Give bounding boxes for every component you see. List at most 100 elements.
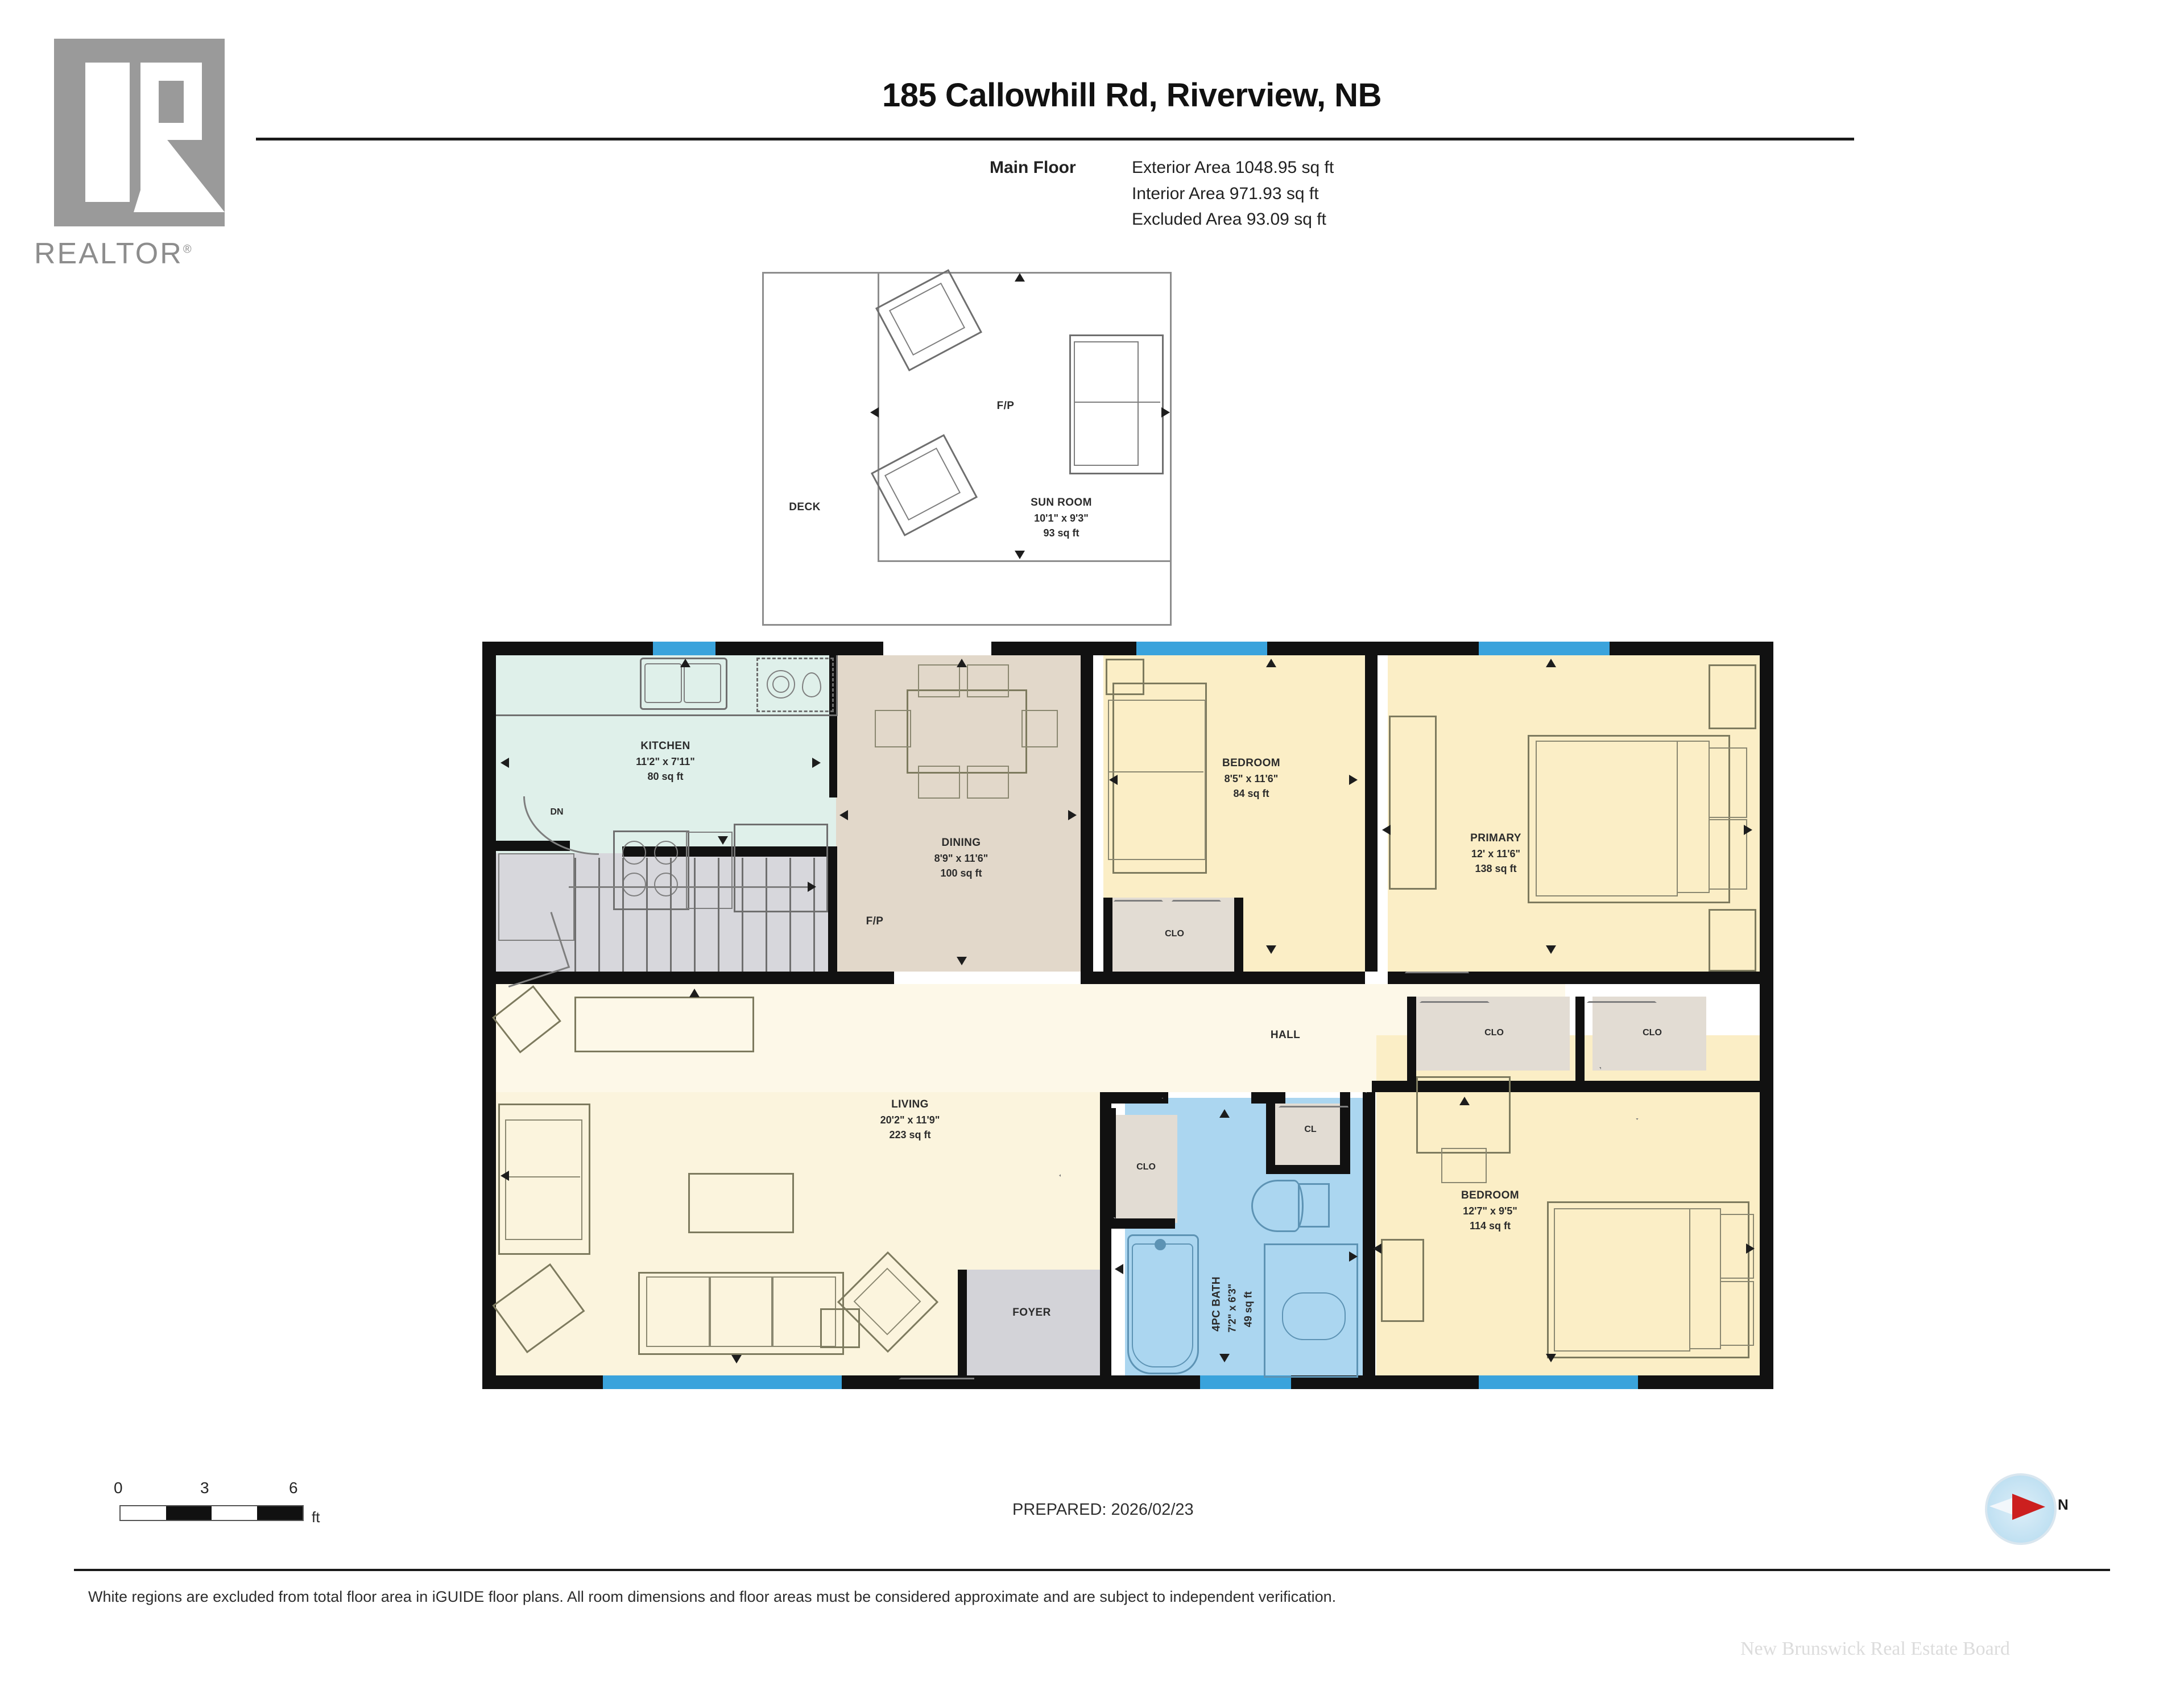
compass-rose: N [1985, 1468, 2070, 1547]
living-coffee-table [688, 1173, 794, 1233]
disclaimer-text: White regions are excluded from total fl… [88, 1588, 1337, 1605]
registered-icon: ® [183, 243, 193, 256]
sunroom-arrow-right [1161, 407, 1170, 418]
bedroom2-bed-inner [1554, 1208, 1690, 1352]
bedroom1-arrow-left [1109, 775, 1118, 785]
wall-closet-living-bottom [1107, 1218, 1175, 1229]
bedroom1-area: 84 sq ft [1233, 788, 1269, 799]
closet-living-label: CLO [1136, 1162, 1156, 1172]
primary-dim: 12' x 11'6" [1471, 848, 1521, 859]
living-arrow-down [731, 1355, 742, 1363]
dining-chair-l [875, 710, 911, 747]
interior-area: Interior Area 971.93 sq ft [1132, 184, 1319, 203]
realtor-r-mark [54, 39, 225, 226]
wall-cl-closet-bottom [1266, 1165, 1350, 1174]
wall-closet-living-left [1107, 1108, 1116, 1228]
kitchen-arrow-down [718, 836, 728, 845]
living-arrow-left [500, 1171, 509, 1181]
dining-chair-b1 [918, 766, 960, 799]
living-area: 223 sq ft [889, 1129, 931, 1140]
window-top-dining [883, 642, 991, 655]
primary-pillow-2 [1709, 747, 1747, 818]
wall-cl-closet-left [1266, 1098, 1275, 1172]
sunroom-arrow-up [1015, 273, 1025, 282]
closet-hall-2 [1592, 997, 1706, 1071]
wall-bedroom1-primary [1365, 655, 1378, 972]
scale-tick-labels: 0 3 6 [114, 1479, 307, 1502]
stair-direction-arrow [808, 882, 816, 892]
sunroom-sofa [1069, 334, 1164, 474]
window-bottom-living [603, 1375, 842, 1389]
stair-landing [498, 853, 574, 941]
wall-dining-bedroom1 [1081, 655, 1093, 972]
scale-tick-0: 0 [114, 1479, 123, 1497]
bedroom2-desk [1416, 1076, 1511, 1154]
bedroom2-region [1376, 1098, 1760, 1375]
closet-bedroom1-label: CLO [1165, 929, 1184, 939]
window-bottom-bedroom2 [1479, 1375, 1638, 1389]
bedroom1-nightstand [1106, 659, 1144, 695]
dining-chair-r [1021, 710, 1058, 747]
living-sofa-cushion-2 [709, 1276, 774, 1347]
bedroom1-arrow-right [1349, 775, 1358, 785]
living-name: LIVING [891, 1098, 929, 1110]
dining-arrow-down [957, 957, 967, 965]
wall-hall-top-mid [1081, 972, 1365, 984]
area-summary: Main Floor Exterior Area 1048.95 sq ft I… [990, 155, 1334, 233]
bath-sink-basin [1282, 1292, 1346, 1340]
closet-living [1115, 1115, 1177, 1223]
realtor-wordmark-text: REALTOR [34, 237, 183, 270]
wall-cl-closet-right [1340, 1092, 1350, 1166]
compass-north-label: N [2058, 1496, 2069, 1513]
excluded-area: Excluded Area 93.09 sq ft [1132, 210, 1326, 229]
hall-name: HALL [1270, 1029, 1301, 1041]
bedroom1-arrow-up [1266, 659, 1276, 667]
wall-kitchen-left-lower [496, 841, 570, 851]
bedroom2-bed [1547, 1201, 1749, 1358]
dining-dim: 8'9" x 11'6" [934, 853, 988, 864]
primary-pillow-1 [1677, 741, 1710, 893]
kitchen-burner-small [802, 672, 821, 697]
kitchen-arrow-left [500, 758, 509, 768]
living-arrow-up [689, 989, 700, 997]
living-console-table [574, 997, 754, 1052]
floor-label: Main Floor [990, 158, 1076, 177]
stair-treads [574, 858, 828, 972]
realtor-logo: REALTOR® [34, 39, 273, 306]
primary-arrow-right [1744, 825, 1752, 835]
bedroom2-nightstand [1381, 1239, 1424, 1322]
kitchen-counter-top [496, 655, 838, 716]
dining-arrow-up [957, 659, 967, 667]
kitchen-dim: 11'2" x 7'11" [636, 756, 695, 767]
dining-name: DINING [941, 837, 981, 849]
bedroom2-area: 114 sq ft [1469, 1220, 1511, 1232]
bath-arrow-down [1219, 1354, 1230, 1362]
bath-vanity [1264, 1243, 1358, 1378]
dining-area: 100 sq ft [940, 867, 982, 879]
closet-bedroom1 [1110, 898, 1236, 972]
bedroom2-arrow-right [1746, 1243, 1755, 1254]
sunroom-fp-label: F/P [996, 400, 1015, 412]
page-title: 185 Callowhill Rd, Riverview, NB [882, 77, 1381, 114]
bath-tub [1127, 1234, 1199, 1374]
living-side-table [820, 1308, 860, 1348]
primary-arrow-left [1382, 825, 1391, 835]
wall-hall-bottom-right [1372, 1081, 1764, 1092]
primary-name: PRIMARY [1470, 832, 1521, 844]
footer-divider [74, 1569, 2110, 1571]
bath-area: 49 sq ft [1242, 1291, 1254, 1328]
living-sofa [638, 1272, 844, 1355]
sunroom-dim: 10'1" x 9'3" [1034, 513, 1089, 524]
living-bookcase-left [498, 1104, 590, 1255]
scale-unit-label: ft [312, 1509, 320, 1526]
kitchen-arrow-up [680, 659, 690, 667]
closet-hall-1-label: CLO [1484, 1028, 1504, 1038]
living-sofa-cushion-1 [646, 1276, 711, 1347]
primary-area: 138 sq ft [1475, 863, 1517, 874]
bedroom1-bed-divider [1108, 771, 1203, 772]
wall-kitchen-dining [829, 655, 837, 797]
kitchen-area: 80 sq ft [647, 771, 684, 782]
closet-hall-1 [1416, 997, 1570, 1071]
window-top-kitchen [653, 642, 715, 655]
sunroom-area: 93 sq ft [1043, 527, 1079, 539]
